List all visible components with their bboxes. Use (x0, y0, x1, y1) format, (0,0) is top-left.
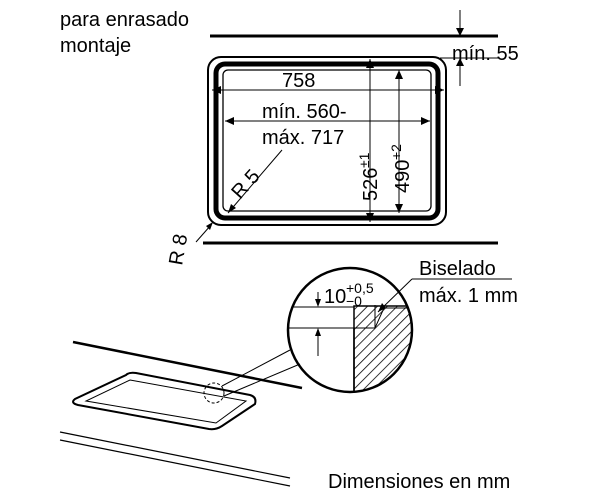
cutout-max-label: máx. 717 (262, 127, 344, 149)
depth-526-label: 526 (360, 168, 382, 201)
flush-label-line2: montaje (60, 35, 131, 57)
min-55-label: mín. 55 (452, 43, 519, 65)
flush-label-line1: para enrasado (60, 9, 189, 31)
depth-526-tolerance: ±1 (356, 152, 372, 168)
bevel-max-label: máx. 1 mm (419, 285, 518, 307)
depth-490-tolerance: +2 (388, 144, 404, 160)
radius-outer-label: R 8 (165, 232, 192, 266)
depth-526-dimension (366, 59, 374, 222)
detail-connector-lower (223, 363, 301, 397)
step-tol-lower: −0 (346, 293, 362, 309)
width-758-label: 758 (282, 70, 315, 92)
worktop-front-bottom-edge (59, 439, 291, 487)
detail-connector-upper (221, 349, 291, 387)
step-10-label: 10 (324, 286, 346, 308)
cutout-width-dimension (225, 117, 430, 125)
depth-490-dimension (395, 70, 403, 213)
bevel-label: Biselado (419, 258, 496, 280)
radius-outer-leader (195, 222, 213, 243)
depth-490-label: 490 (392, 160, 414, 193)
worktop-cutout-outer (72, 371, 257, 431)
radius-inner-label: R 5 (227, 165, 264, 203)
worktop-cutout-inner (84, 379, 248, 424)
hob-outer-outline (207, 56, 447, 226)
cutout-opening (222, 69, 432, 212)
radius-inner-leader (227, 149, 283, 214)
units-caption: Dimensiones en mm (328, 471, 510, 493)
worktop-back-edge (72, 340, 303, 390)
min-55-dimension: mín. 55 (440, 10, 519, 86)
detail-circle-outline (286, 266, 414, 394)
width-758-dimension (212, 86, 444, 94)
cutout-min-label: mín. 560- (262, 101, 346, 123)
bevel-leader (377, 278, 512, 313)
hob-inner-outline (213, 61, 441, 221)
worktop-front-top-edge (59, 431, 291, 479)
detail-marker (203, 382, 225, 404)
step-tol-upper: +0,5 (346, 280, 374, 296)
